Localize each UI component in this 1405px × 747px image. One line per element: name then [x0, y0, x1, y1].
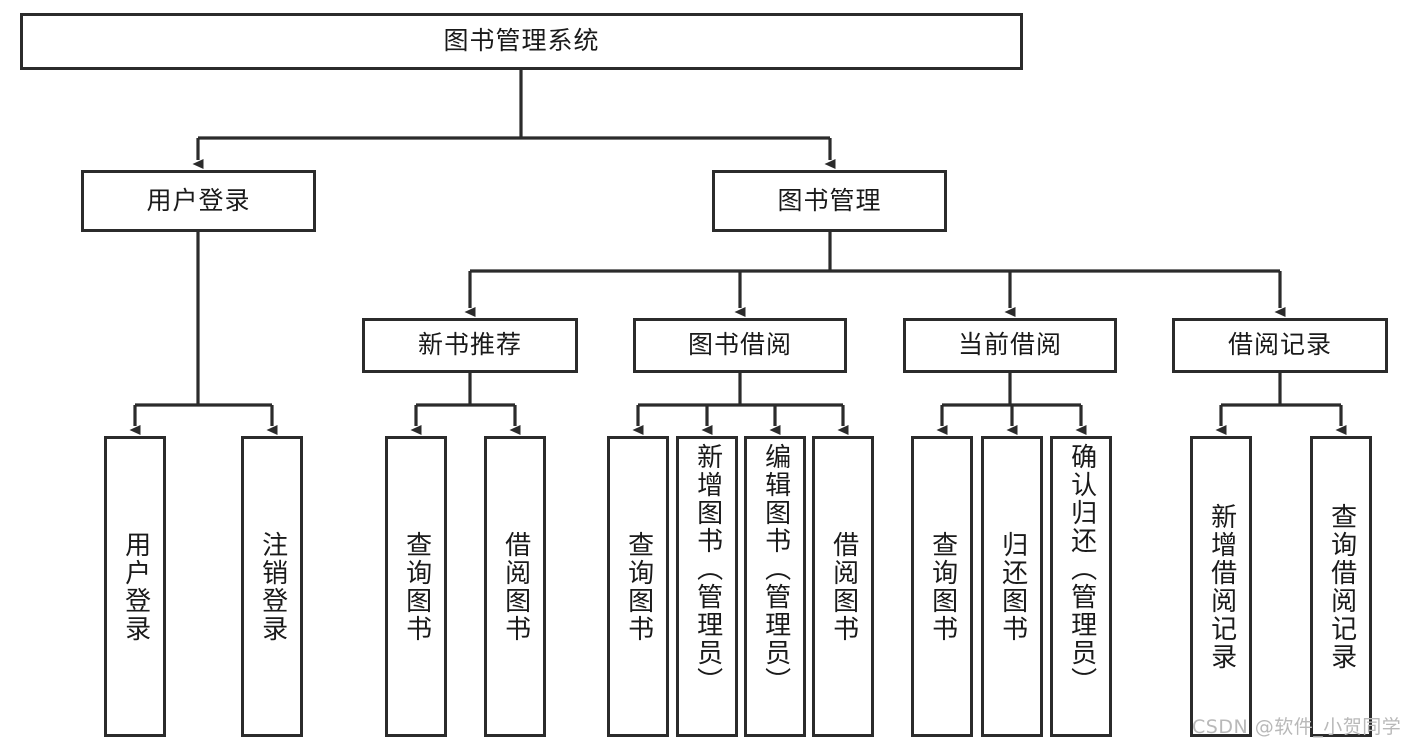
node-leaf-query-book-current-label: 查询图书 — [927, 530, 958, 643]
node-leaf-query-book-borrow-label: 查询图书 — [623, 530, 654, 643]
node-book-manage-label: 图书管理 — [777, 185, 882, 215]
node-new-book-recommend[interactable]: 新书推荐 — [362, 318, 578, 373]
node-leaf-user-logout[interactable]: 注销登录 — [241, 436, 303, 737]
node-borrow-record-label: 借阅记录 — [1227, 330, 1332, 360]
node-new-book-recommend-label: 新书推荐 — [417, 330, 522, 360]
node-leaf-return-book-label: 归还图书 — [997, 530, 1028, 643]
node-leaf-borrow-book[interactable]: 借阅图书 — [812, 436, 874, 737]
node-leaf-query-book-current[interactable]: 查询图书 — [911, 436, 973, 737]
node-current-borrow-label: 当前借阅 — [957, 330, 1062, 360]
node-leaf-user-login-label: 用户登录 — [120, 530, 151, 643]
node-leaf-add-book-admin[interactable]: 新增图书（管理员） — [676, 436, 738, 737]
node-leaf-add-book-admin-label: 新增图书（管理员） — [692, 443, 723, 695]
node-book-manage[interactable]: 图书管理 — [712, 170, 947, 232]
node-leaf-borrow-book-recommend[interactable]: 借阅图书 — [484, 436, 546, 737]
node-leaf-query-borrow-record[interactable]: 查询借阅记录 — [1310, 436, 1372, 737]
node-leaf-query-book-borrow[interactable]: 查询图书 — [607, 436, 669, 737]
node-leaf-user-login[interactable]: 用户登录 — [104, 436, 166, 737]
node-leaf-borrow-book-label: 借阅图书 — [828, 530, 859, 643]
node-leaf-return-book[interactable]: 归还图书 — [981, 436, 1043, 737]
node-user-login[interactable]: 用户登录 — [81, 170, 316, 232]
csdn-watermark: CSDN @软件_小贺同学 — [1192, 716, 1402, 738]
node-leaf-user-logout-label: 注销登录 — [257, 530, 288, 643]
node-leaf-query-borrow-record-label: 查询借阅记录 — [1326, 502, 1357, 671]
node-user-login-label: 用户登录 — [146, 185, 251, 215]
node-leaf-edit-book-admin-label: 编辑图书（管理员） — [760, 443, 791, 695]
node-leaf-confirm-return-admin[interactable]: 确认归还（管理员） — [1050, 436, 1112, 737]
node-current-borrow[interactable]: 当前借阅 — [903, 318, 1117, 373]
node-root[interactable]: 图书管理系统 — [20, 13, 1023, 70]
node-leaf-add-borrow-record[interactable]: 新增借阅记录 — [1190, 436, 1252, 737]
node-book-borrow-label: 图书借阅 — [687, 330, 792, 360]
node-leaf-edit-book-admin[interactable]: 编辑图书（管理员） — [744, 436, 806, 737]
node-leaf-query-book-recommend[interactable]: 查询图书 — [385, 436, 447, 737]
node-root-label: 图书管理系统 — [443, 26, 600, 56]
node-book-borrow[interactable]: 图书借阅 — [633, 318, 847, 373]
node-leaf-confirm-return-admin-label: 确认归还（管理员） — [1066, 443, 1097, 695]
node-leaf-borrow-book-recommend-label: 借阅图书 — [500, 530, 531, 643]
node-leaf-query-book-recommend-label: 查询图书 — [401, 530, 432, 643]
node-leaf-add-borrow-record-label: 新增借阅记录 — [1206, 502, 1237, 671]
node-borrow-record[interactable]: 借阅记录 — [1172, 318, 1388, 373]
